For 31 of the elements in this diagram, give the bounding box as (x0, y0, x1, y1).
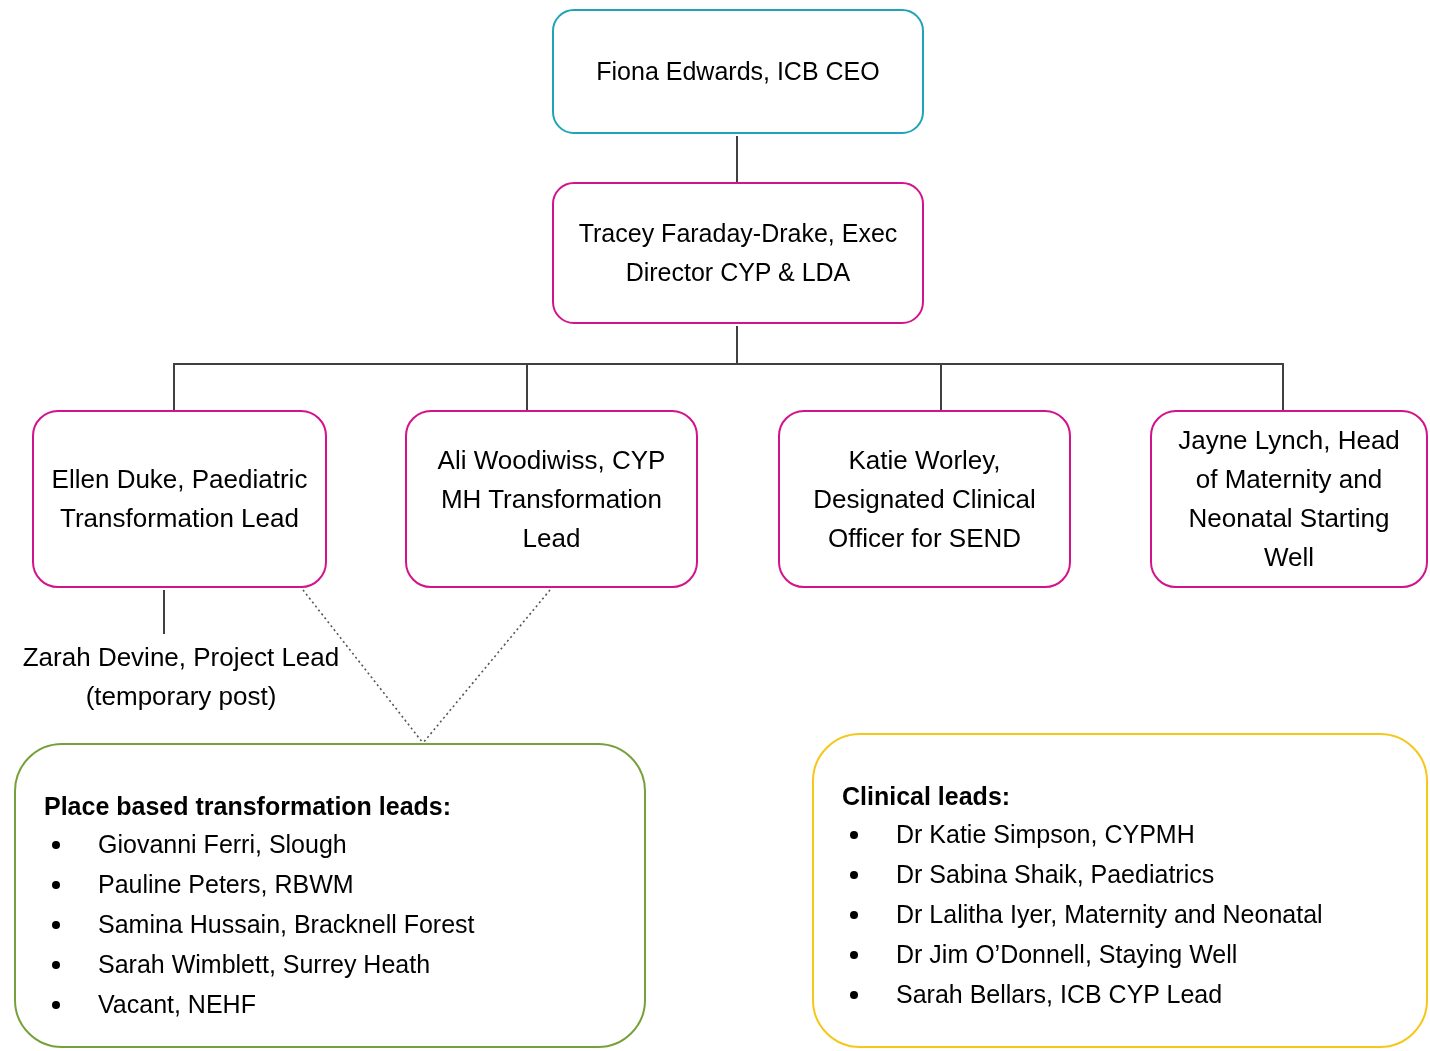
role-label: Katie Worley, Designated Clinical Officer for SEND (812, 443, 1037, 555)
role-label: Tracey Faraday-Drake, Exec Director CYP & LDA (577, 218, 899, 288)
role-label: Ellen Duke, Paediatric Transformation Lead (50, 463, 309, 535)
name-label: Zarah Devine, Project Lead (temporary post) (18, 638, 344, 724)
list-item: Pauline Peters, RBWM (98, 869, 354, 901)
role-box (552, 182, 924, 324)
role-box (778, 410, 1071, 588)
role-box (405, 410, 698, 588)
role-label: Jayne Lynch, Head of Maternity and Neonatal Starting Well (1177, 424, 1401, 574)
panel-heading: Clinical leads: (842, 781, 1012, 812)
role-label: Fiona Edwards, ICB CEO (596, 56, 880, 87)
connector-line (736, 135, 738, 183)
list-item: Giovanni Ferri, Slough (98, 829, 347, 861)
list-item: Vacant, NEHF (98, 989, 256, 1021)
role-label: Ali Woodiwiss, CYP MH Transformation Lead (436, 443, 667, 555)
role-box (32, 410, 327, 588)
list-item: Dr Jim O’Donnell, Staying Well (896, 939, 1238, 971)
team-panel (14, 743, 646, 1048)
list-item: Sarah Bellars, ICB CYP Lead (896, 979, 1223, 1011)
list-item: Dr Lalitha Iyer, Maternity and Neonatal (896, 899, 1323, 931)
list-item: Samina Hussain, Bracknell Forest (98, 909, 475, 941)
team-panel (812, 733, 1428, 1048)
dotted-connector (302, 589, 424, 744)
panel-heading: Place based transformation leads: (44, 791, 453, 822)
list-item: Sarah Wimblett, Surrey Heath (98, 949, 431, 981)
role-box (1150, 410, 1428, 588)
role-box (552, 9, 924, 134)
dotted-connector (422, 589, 551, 744)
list-item: Dr Katie Simpson, CYPMH (896, 819, 1195, 851)
connector-line (163, 589, 165, 635)
list-item: Dr Sabina Shaik, Paediatrics (896, 859, 1215, 891)
